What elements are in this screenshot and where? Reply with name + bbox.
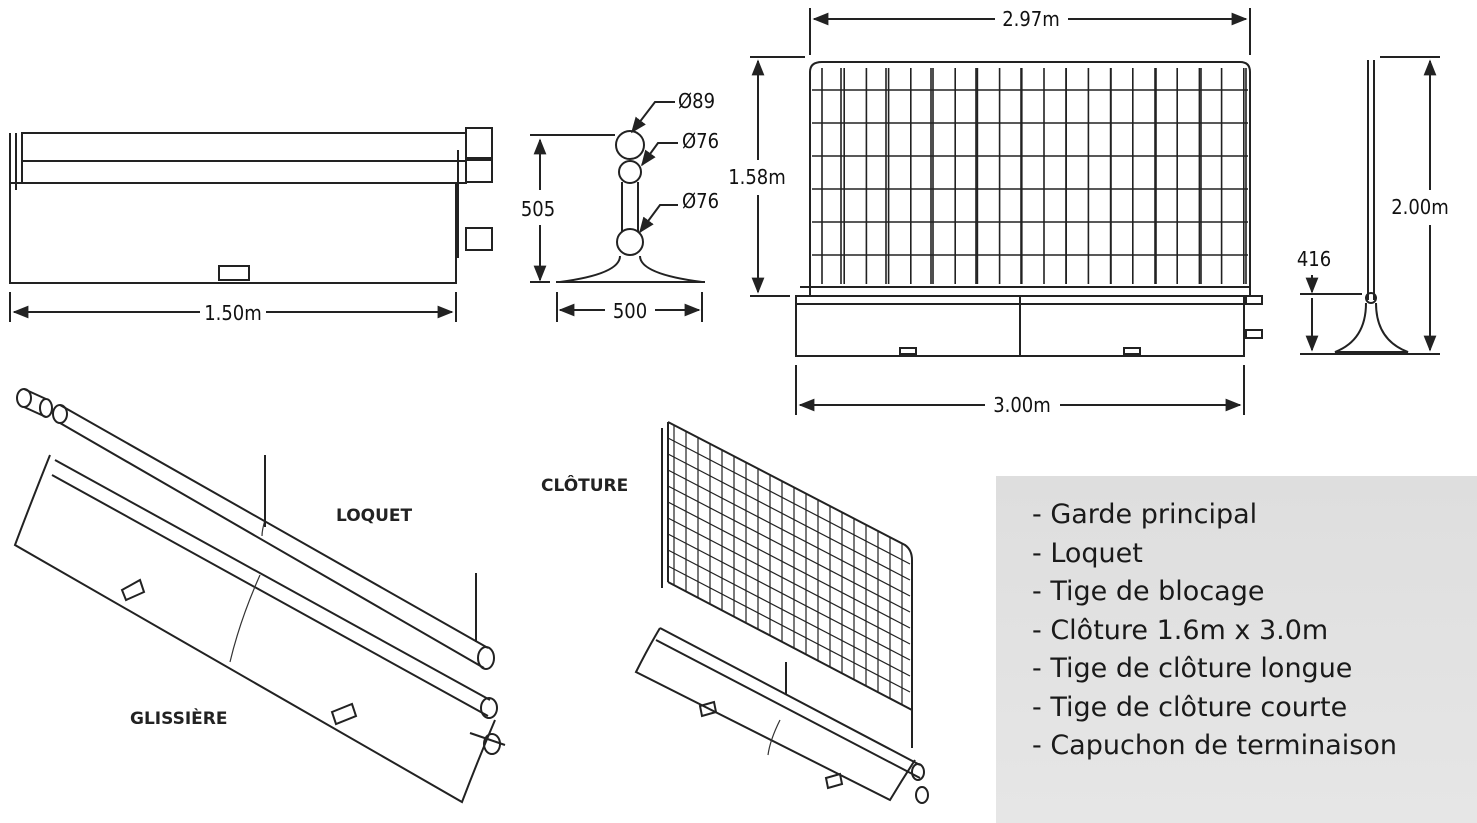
slide-label: GLISSIÈRE bbox=[130, 707, 227, 729]
latch-label: LOQUET bbox=[336, 506, 413, 526]
list-item: - Clôture 1.6m x 3.0m bbox=[1032, 614, 1329, 646]
list-item: - Tige de clôture courte bbox=[1032, 691, 1348, 723]
slide-latch-isometric bbox=[13, 388, 506, 804]
end-view bbox=[530, 101, 705, 322]
end-base-label: 500 bbox=[613, 299, 647, 323]
total-height-label: 2.00m bbox=[1391, 195, 1449, 219]
base-width-label: 3.00m bbox=[993, 393, 1051, 417]
components-list: - Garde principal - Loquet - Tige de blo… bbox=[996, 476, 1477, 766]
pipe-dia-mid-label: Ø76 bbox=[682, 129, 719, 153]
post-height-label: 416 bbox=[1297, 247, 1331, 271]
list-item: - Tige de blocage bbox=[1032, 576, 1265, 607]
mesh-wire bbox=[667, 533, 911, 661]
mesh-wire bbox=[667, 485, 911, 613]
pipe-dia-low-label: Ø76 bbox=[682, 189, 719, 213]
mesh-wire bbox=[667, 501, 911, 629]
side-length-label: 1.50m bbox=[204, 301, 262, 325]
mesh-wire bbox=[667, 549, 911, 677]
end-height-label: 505 bbox=[521, 197, 555, 221]
mesh-wire bbox=[667, 437, 911, 565]
fence-front-view bbox=[750, 8, 1263, 415]
list-item: - Tige de clôture longue bbox=[1032, 653, 1353, 684]
mesh-wire bbox=[667, 565, 911, 693]
components-panel: - Garde principal - Loquet - Tige de blo… bbox=[996, 476, 1477, 823]
list-item: - Capuchon de terminaison bbox=[1032, 730, 1397, 761]
fence-isometric bbox=[634, 421, 929, 804]
mesh-wire bbox=[667, 469, 911, 597]
fence-side-profile bbox=[1300, 56, 1440, 355]
list-item: - Garde principal bbox=[1032, 499, 1258, 530]
fence-label: CLÔTURE bbox=[541, 474, 628, 496]
mesh-wire bbox=[667, 453, 911, 581]
list-item: - Loquet bbox=[1032, 537, 1143, 569]
pipe-dia-top-label: Ø89 bbox=[678, 89, 715, 113]
fence-top-width-label: 2.97m bbox=[1002, 7, 1060, 31]
mesh-wire bbox=[667, 517, 911, 645]
side-view bbox=[9, 127, 493, 322]
fence-height-label: 1.58m bbox=[728, 165, 786, 189]
